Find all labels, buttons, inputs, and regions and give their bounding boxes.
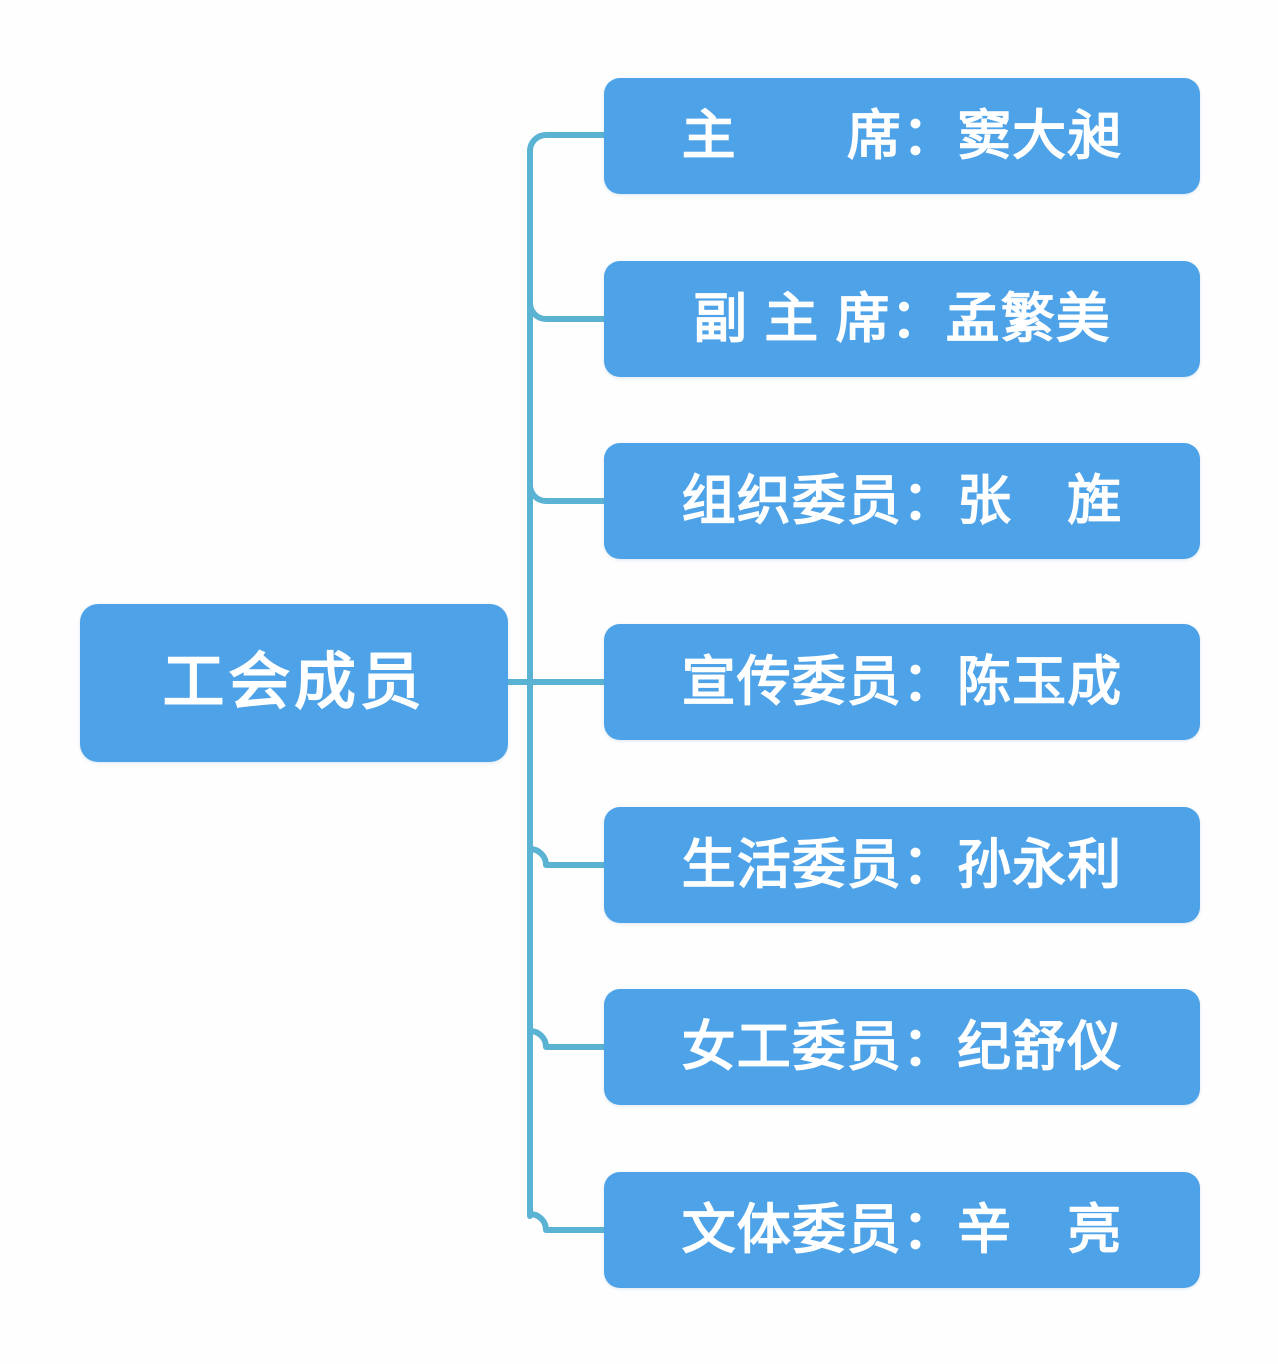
node-welfare-committee-member[interactable]: 生活委员：孙永利 xyxy=(604,807,1200,923)
root-node-union-members[interactable]: 工会成员 xyxy=(80,604,508,762)
node-vice-chairman-label: 副 主 席：孟繁美 xyxy=(693,289,1111,349)
node-chairman-label: 主 席：窦大昶 xyxy=(681,106,1123,166)
node-culture-sports-committee-member[interactable]: 文体委员：辛 亮 xyxy=(604,1172,1200,1288)
node-organization-committee-member[interactable]: 组织委员：张 旌 xyxy=(604,443,1200,559)
root-node-label: 工会成员 xyxy=(162,648,426,717)
branch-line-0 xyxy=(527,132,607,154)
branch-line-2 xyxy=(527,482,607,504)
node-publicity-committee-member-label: 宣传委员：陈玉成 xyxy=(681,652,1123,712)
node-women-workers-committee-member[interactable]: 女工委员：纪舒仪 xyxy=(604,989,1200,1105)
branch-line-6 xyxy=(527,1211,607,1233)
node-organization-committee-member-label: 组织委员：张 旌 xyxy=(681,471,1123,531)
node-women-workers-committee-member-label: 女工委员：纪舒仪 xyxy=(681,1017,1123,1077)
node-vice-chairman[interactable]: 副 主 席：孟繁美 xyxy=(604,261,1200,377)
branch-line-4 xyxy=(527,846,607,868)
node-publicity-committee-member[interactable]: 宣传委员：陈玉成 xyxy=(604,624,1200,740)
branch-line-5 xyxy=(527,1028,607,1050)
node-chairman[interactable]: 主 席：窦大昶 xyxy=(604,78,1200,194)
branch-line-1 xyxy=(527,300,607,322)
node-culture-sports-committee-member-label: 文体委员：辛 亮 xyxy=(681,1200,1123,1260)
node-welfare-committee-member-label: 生活委员：孙永利 xyxy=(681,835,1123,895)
